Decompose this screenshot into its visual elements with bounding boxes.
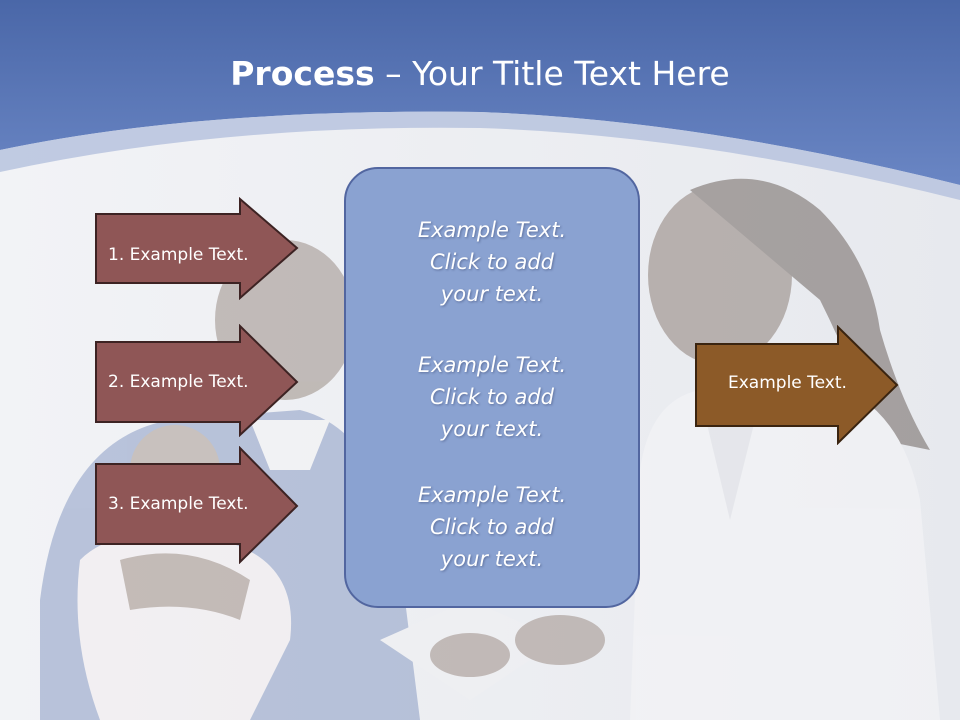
step-arrow-2[interactable]: 2. Example Text.: [94, 324, 300, 437]
result-arrow[interactable]: Example Text.: [694, 325, 900, 445]
slide-title: Process – Your Title Text Here: [0, 54, 960, 94]
center-text-block-3[interactable]: Example Text. Click to add your text.: [417, 483, 567, 571]
step-arrow-1[interactable]: 1. Example Text.: [94, 197, 300, 300]
step-arrow-label: 2. Example Text.: [108, 372, 249, 392]
step-arrow-3[interactable]: 3. Example Text.: [94, 446, 300, 564]
center-text-block-2[interactable]: Example Text. Click to add your text.: [417, 353, 567, 441]
arrow-shape: [95, 446, 299, 564]
center-text-block-1[interactable]: Example Text. Click to add your text.: [417, 218, 567, 306]
title-bold: Process: [230, 54, 375, 93]
arrow-shape: [95, 197, 299, 300]
center-text-box[interactable]: Example Text. Click to add your text. Ex…: [344, 167, 640, 608]
arrow-shape: [695, 325, 899, 445]
step-arrow-label: 1. Example Text.: [108, 245, 249, 265]
arrow-shape: [95, 324, 299, 437]
title-rest: – Your Title Text Here: [374, 54, 730, 93]
step-arrow-label: 3. Example Text.: [108, 494, 249, 514]
result-arrow-label: Example Text.: [728, 373, 847, 393]
